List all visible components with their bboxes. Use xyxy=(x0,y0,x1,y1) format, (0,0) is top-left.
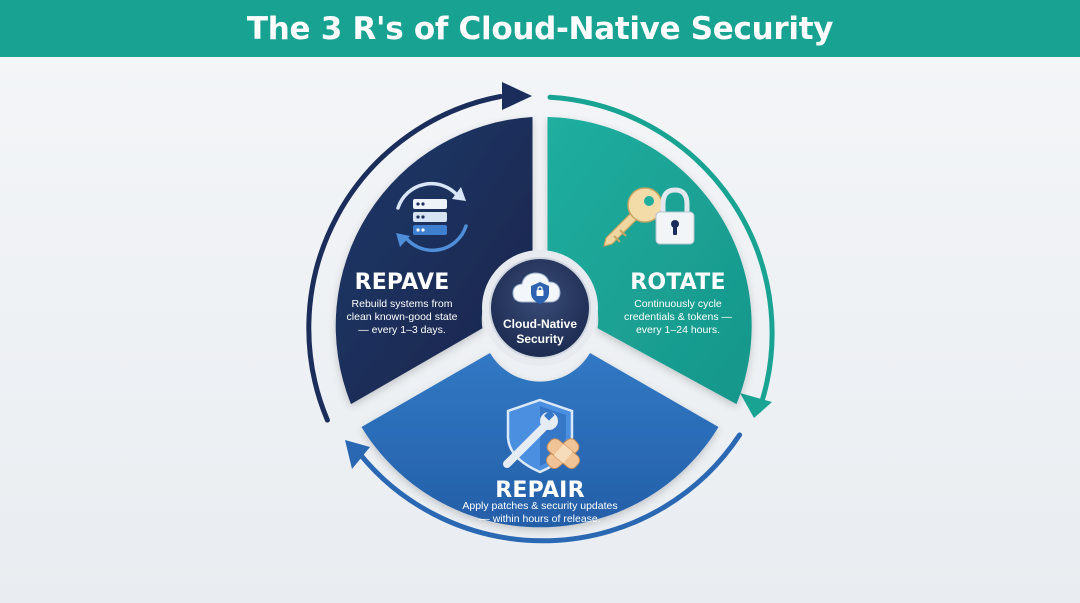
cycle-arrows xyxy=(306,94,775,544)
repave-description: Rebuild systems from clean known-good st… xyxy=(327,298,477,337)
repave-description-line: Rebuild systems from xyxy=(351,298,453,310)
repave-description-line: clean known-good state xyxy=(346,311,458,323)
repair-description: Apply patches & security updates — withi… xyxy=(440,500,640,526)
repair-description-line: — within hours of release. xyxy=(479,513,601,525)
rotate-segment xyxy=(547,117,752,405)
server-refresh-icon xyxy=(396,181,468,253)
repave-arrowhead xyxy=(502,82,532,110)
rotate-cycle-arrow xyxy=(547,94,775,413)
rotate-description-line: every 1–24 hours. xyxy=(635,324,721,336)
center-label-line: Cloud-Native xyxy=(502,317,577,331)
center-label-line: Security xyxy=(516,332,564,346)
center-label: Cloud-Native Security xyxy=(488,317,592,347)
repair-description-line: Apply patches & security updates xyxy=(462,500,618,512)
repave-cycle-arrow xyxy=(306,94,503,423)
page-title: The 3 R's of Cloud-Native Security xyxy=(246,10,834,47)
rotate-description-line: credentials & tokens — xyxy=(624,311,732,323)
rotate-title: ROTATE xyxy=(630,270,726,295)
repave-segment xyxy=(335,117,533,405)
key-lock-icon xyxy=(603,187,695,247)
rotate-arrowhead xyxy=(740,393,772,418)
rotate-description-line: Continuously cycle xyxy=(634,298,722,310)
repair-arrowhead xyxy=(345,440,370,469)
shield-wrench-bandage-icon xyxy=(503,398,580,474)
title-bar: The 3 R's of Cloud-Native Security xyxy=(0,0,1080,57)
repave-title: REPAVE xyxy=(354,270,450,295)
cloud-lock-icon xyxy=(512,272,561,304)
center-hub xyxy=(489,257,591,359)
rotate-description: Continuously cycle credentials & tokens … xyxy=(603,298,753,337)
repave-description-line: — every 1–3 days. xyxy=(358,324,446,336)
repair-title: REPAIR xyxy=(495,478,585,503)
repair-cycle-arrow xyxy=(351,432,743,544)
